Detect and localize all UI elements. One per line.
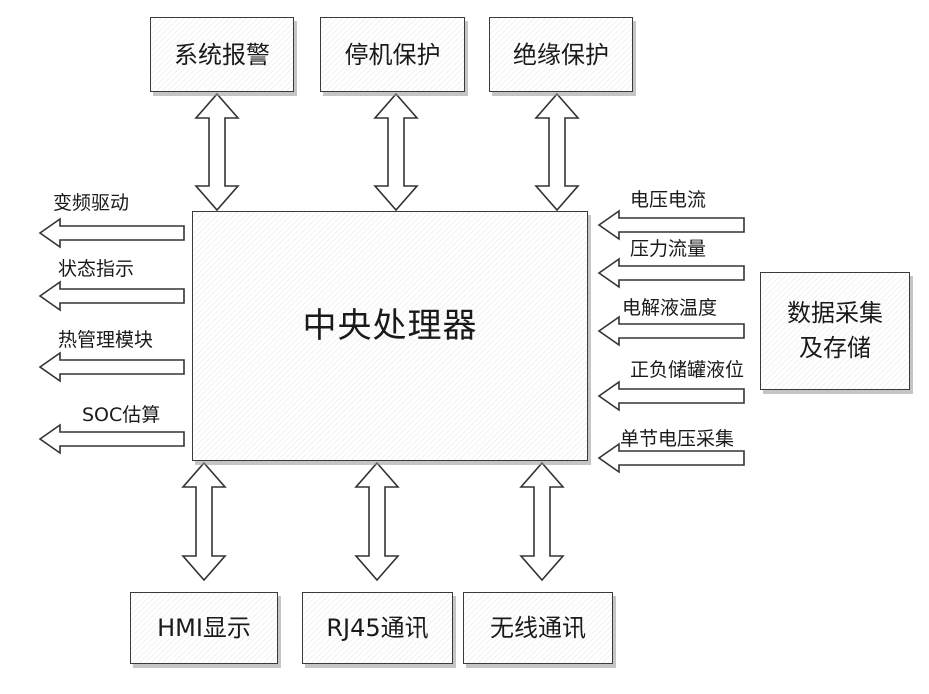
double-arrow-insulation-protection [536, 94, 578, 210]
insulation-protection-label: 绝缘保护 [513, 40, 609, 70]
system-alarm-label: 系统报警 [174, 40, 270, 70]
double-arrow-hmi [183, 463, 225, 580]
output-arrow-vfd-drive [40, 219, 184, 247]
output-label-vfd-drive: 变频驱动 [53, 188, 129, 215]
input-label-tank-level: 正负储罐液位 [630, 355, 744, 382]
shutdown-protection-box: 停机保护 [320, 17, 465, 92]
data-acquisition-storage-box: 数据采集 及存储 [760, 272, 910, 390]
output-label-soc-estimation: SOC估算 [82, 400, 160, 427]
daq-line-2: 及存储 [799, 334, 871, 362]
input-label-cell-voltage: 单节电压采集 [620, 424, 734, 451]
wireless-communication-box: 无线通讯 [463, 592, 613, 664]
central-processor-box: 中央处理器 [192, 211, 588, 461]
output-arrow-thermal-module [40, 353, 184, 381]
output-arrow-soc-estimation [40, 425, 184, 453]
input-arrow-electrolyte-temperature [599, 317, 744, 345]
insulation-protection-box: 绝缘保护 [489, 17, 633, 92]
output-label-thermal-module: 热管理模块 [58, 325, 153, 352]
output-label-status-indication: 状态指示 [58, 254, 134, 281]
daq-line-1: 数据采集 [787, 299, 883, 327]
output-arrow-status-indication [40, 282, 184, 310]
double-arrow-wireless [521, 463, 563, 580]
rj45-communication-box: RJ45通讯 [302, 592, 453, 664]
input-label-pressure-flow: 压力流量 [630, 234, 706, 261]
central-processor-label: 中央处理器 [303, 305, 478, 348]
double-arrow-shutdown-protection [375, 94, 417, 210]
double-arrow-rj45 [356, 463, 398, 580]
input-arrow-tank-level [599, 382, 744, 410]
input-arrow-pressure-flow [599, 259, 744, 287]
double-arrow-system-alarm [196, 94, 238, 210]
wireless-communication-label: 无线通讯 [490, 613, 586, 643]
system-alarm-box: 系统报警 [150, 17, 294, 92]
shutdown-protection-label: 停机保护 [345, 40, 441, 70]
data-acquisition-storage-label: 数据采集 及存储 [787, 296, 883, 366]
hmi-display-label: HMI显示 [157, 613, 251, 643]
input-label-electrolyte-temperature: 电解液温度 [622, 293, 717, 320]
rj45-communication-label: RJ45通讯 [326, 613, 428, 643]
hmi-display-box: HMI显示 [130, 592, 278, 664]
input-label-voltage-current: 电压电流 [630, 185, 706, 212]
